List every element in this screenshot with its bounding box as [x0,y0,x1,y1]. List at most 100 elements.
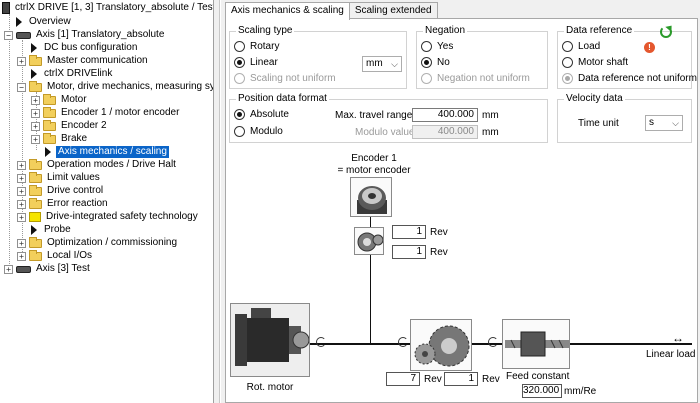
radio-button[interactable] [234,126,245,137]
radio-button[interactable] [234,41,245,52]
tree-item-master-communication[interactable]: + Master communication [17,54,150,67]
panel-splitter[interactable] [214,0,220,403]
time-unit-label: Time unit [578,118,619,129]
collapse-icon[interactable]: − [4,30,13,40]
expand-icon[interactable]: + [17,160,26,170]
page-arrow-icon [31,225,37,235]
modulo-value-label: Modulo value [355,127,415,138]
absolute-option[interactable]: Absolute [234,109,289,120]
data-reference-group: Data reference Load ! Motor shaft Data r… [557,25,697,89]
modulo-value-input: 400.000 [412,125,478,139]
motor-label: Rot. motor [246,382,294,393]
tree-item-label: Encoder 1 / motor encoder [61,107,180,118]
tree-item-probe[interactable]: Probe [29,224,73,236]
tree-item-overview[interactable]: Overview [14,16,73,28]
option-label: Absolute [250,109,289,120]
radio-button[interactable] [421,57,432,68]
gearbox-image [410,319,472,371]
tree-root-label: ctrlX DRIVE [1, 3] Translatory_absolute … [15,2,214,13]
radio-button [562,73,573,84]
encoder-rev-top-input[interactable]: 1 [392,225,426,239]
group-title: Scaling type [236,25,295,36]
option-label: Negation not uniform [437,73,530,84]
unit-select[interactable]: mm ⌵ [362,56,402,72]
position-format-group: Position data format Absolute Modulo Max… [229,93,548,143]
tree-item-motor[interactable]: + Motor [31,93,89,106]
drive-icon [2,2,10,14]
scaling-not-uniform-option: Scaling not uniform [234,73,336,84]
max-travel-unit: mm [482,110,499,121]
feed-constant-input[interactable]: 320.000 [522,384,562,398]
tree-item-error-reaction[interactable]: + Error reaction [17,197,110,210]
radio-button[interactable] [562,57,573,68]
tree-item-motor-drive-mechanics[interactable]: − Motor, drive mechanics, measuring syst… [17,80,213,93]
modulo-option[interactable]: Modulo [234,126,283,137]
tree-item-brake[interactable]: + Brake [31,132,89,145]
safety-icon [29,212,41,222]
expand-icon[interactable]: + [31,121,40,131]
linear-option[interactable]: Linear [234,57,278,68]
tab-axis-mechanics-scaling[interactable]: Axis mechanics & scaling [225,2,350,20]
radio-button [421,73,432,84]
data-reference-load-option[interactable]: Load [562,41,600,52]
expand-icon[interactable]: + [4,264,13,274]
gear-output-rev-input[interactable]: 1 [444,372,478,386]
tree-item-safety-technology[interactable]: + Drive-integrated safety technology [17,211,200,223]
ballscrew-image [502,319,570,369]
negation-no-option[interactable]: No [421,57,450,68]
expand-icon[interactable]: + [17,173,26,183]
expand-icon[interactable]: + [31,95,40,105]
encoder-image [350,177,392,217]
expand-icon[interactable]: + [17,212,26,222]
radio-button[interactable] [234,57,245,68]
time-unit-select[interactable]: s ⌵ [645,115,683,131]
encoder-icon [357,186,387,214]
tree-item-drive-control[interactable]: + Drive control [17,184,105,197]
tree-item-encoder-1[interactable]: + Encoder 1 / motor encoder [31,106,181,119]
radio-button[interactable] [234,109,245,120]
encoder-gear-image [354,227,384,255]
tree-item-operation-modes[interactable]: + Operation modes / Drive Halt [17,158,178,171]
rotary-option[interactable]: Rotary [234,41,279,52]
tree-item-limit-values[interactable]: + Limit values [17,171,102,184]
tree-item-encoder-2[interactable]: + Encoder 2 [31,119,109,132]
ballscrew-icon [505,331,569,357]
negation-yes-option[interactable]: Yes [421,41,453,52]
motor-icon [235,308,309,366]
encoder-rev-bottom-input[interactable]: 1 [392,245,426,259]
tree-item-axis-mechanics-scaling[interactable]: Axis mechanics / scaling [43,146,169,158]
expand-icon[interactable]: + [17,238,26,248]
collapse-icon[interactable]: − [17,82,26,92]
refresh-icon[interactable] [660,26,672,38]
tree-item-label: Overview [29,16,71,27]
gear-input-rev-input[interactable]: 7 [386,372,420,386]
tab-scaling-extended[interactable]: Scaling extended [348,2,438,18]
tree-item-optimization[interactable]: + Optimization / commissioning [17,236,179,249]
max-travel-input[interactable]: 400.000 [412,108,478,122]
max-travel-label: Max. travel range ± [335,110,421,121]
radio-button[interactable] [421,41,432,52]
expand-icon[interactable]: + [31,108,40,118]
expand-icon[interactable]: + [17,199,26,209]
expand-icon[interactable]: + [17,186,26,196]
tree-item-dc-bus[interactable]: DC bus configuration [29,42,139,54]
encoder-connector [370,217,371,227]
folder-icon [43,132,56,144]
expand-icon[interactable]: + [31,134,40,144]
tree-item-label: Axis [3] Test [36,263,90,274]
tree-item-drivelink[interactable]: ctrlX DRIVElink [29,68,114,80]
motor-image [230,303,310,377]
tree-item-local-ios[interactable]: + Local I/Os [17,249,94,262]
tree-root[interactable]: ctrlX DRIVE [1, 3] Translatory_absolute … [2,2,214,14]
time-unit-value: s [649,117,654,128]
data-reference-motor-shaft-option[interactable]: Motor shaft [562,57,628,68]
data-reference-not-uniform-option: Data reference not uniform [562,73,697,84]
tree-item-label: Motor, drive mechanics, measuring system… [47,81,213,92]
radio-button[interactable] [562,41,573,52]
tree-item-axis-3[interactable]: + Axis [3] Test [4,263,92,275]
expand-icon[interactable]: + [17,56,26,66]
tree-item-axis-1[interactable]: − Axis [1] Translatory_absolute [4,29,166,41]
expand-icon[interactable]: + [17,251,26,261]
option-label: Scaling not uniform [250,73,336,84]
linear-load-label: Linear load [646,349,696,360]
